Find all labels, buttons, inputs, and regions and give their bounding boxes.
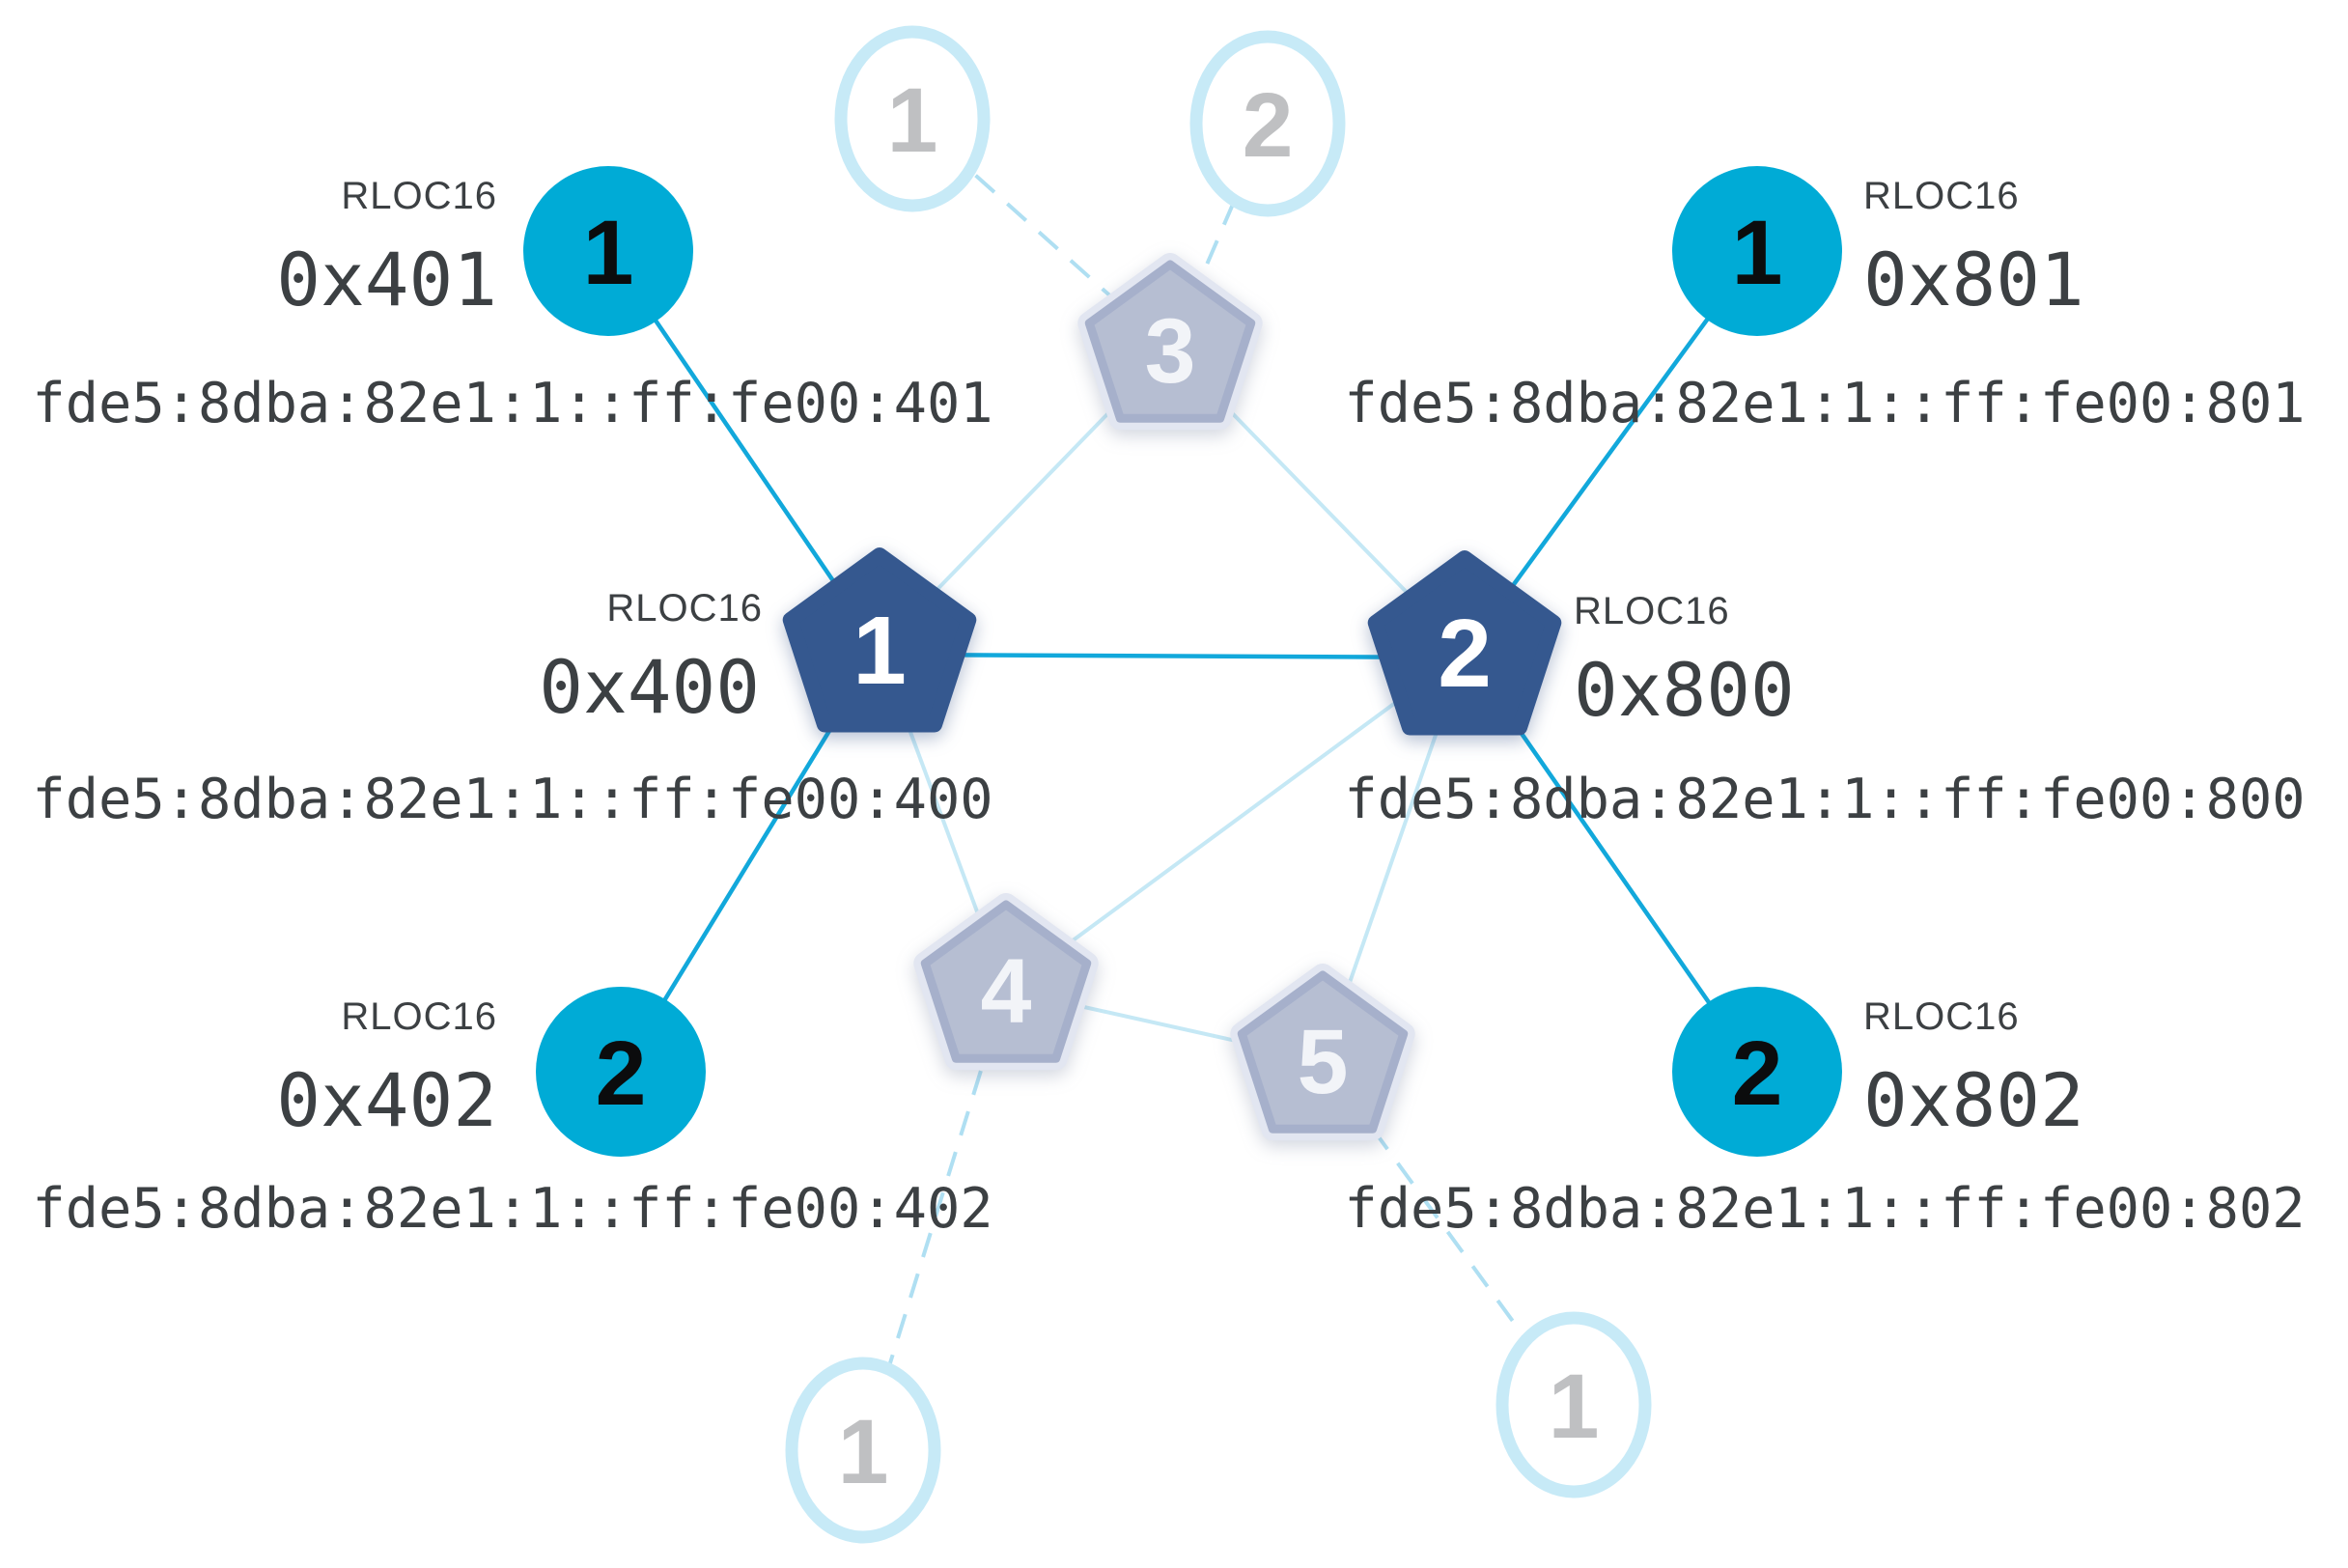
router-pentagon-icon xyxy=(782,547,977,733)
router-pentagon-icon xyxy=(1367,550,1562,736)
end-device-circle-icon xyxy=(1672,987,1842,1157)
child-402-ipv6: fde5:8dba:82e1:1::ff:fe00:402 xyxy=(32,1177,992,1241)
child-802-ipv6: fde5:8dba:82e1:1::ff:fe00:802 xyxy=(1344,1177,2305,1241)
router-1-number: 1 xyxy=(853,597,907,705)
child-402-rloc16-title: RLOC16 xyxy=(341,995,497,1038)
router-4-number: 4 xyxy=(981,940,1032,1043)
child-801-number: 1 xyxy=(1732,202,1783,304)
end-device-circle-icon xyxy=(523,166,693,336)
router-3-node: 3 xyxy=(1077,253,1263,431)
router-2-number: 2 xyxy=(1438,600,1492,708)
faded-child-top-2-node: 2 xyxy=(1189,30,1346,217)
child-802-rloc16-value: 0x802 xyxy=(1863,1057,2084,1143)
router-3-number: 3 xyxy=(1145,300,1196,403)
child-402-number: 2 xyxy=(596,1022,647,1125)
faded-child-top-1-node: 1 xyxy=(834,25,991,212)
router-1-node: 1 xyxy=(782,547,977,733)
end-device-circle-icon xyxy=(1495,1311,1652,1498)
router-2-rloc16-title: RLOC16 xyxy=(1574,590,1730,632)
child-401-rloc16-title: RLOC16 xyxy=(341,175,497,217)
router-5-node: 5 xyxy=(1230,964,1415,1141)
end-device-circle-icon xyxy=(1672,166,1842,336)
child-401-node: 1 xyxy=(523,166,693,336)
child-801-ipv6: fde5:8dba:82e1:1::ff:fe00:801 xyxy=(1344,372,2305,435)
faded-child-bottom-right-number: 1 xyxy=(1549,1356,1600,1458)
faded-child-bottom-right-node: 1 xyxy=(1495,1311,1652,1498)
labels: RLOC16 0x401 fde5:8dba:82e1:1::ff:fe00:4… xyxy=(32,175,2305,1241)
router-pentagon-icon xyxy=(920,900,1092,1063)
end-device-circle-icon xyxy=(785,1357,941,1544)
router-4-node: 4 xyxy=(913,893,1099,1071)
link-router2-router4 xyxy=(1004,650,1467,992)
faded-child-top-2-number: 2 xyxy=(1243,74,1294,177)
child-801-node: 1 xyxy=(1672,166,1842,336)
router-pentagon-icon xyxy=(1084,260,1256,423)
end-device-circle-icon xyxy=(834,25,991,212)
end-device-circle-icon xyxy=(1189,30,1346,217)
child-802-number: 2 xyxy=(1732,1022,1783,1125)
faded-child-bottom-left-number: 1 xyxy=(838,1401,889,1503)
faded-child-bottom-left-node: 1 xyxy=(785,1357,941,1544)
router-1-rloc16-value: 0x400 xyxy=(539,644,760,730)
router-2-ipv6: fde5:8dba:82e1:1::ff:fe00:800 xyxy=(1344,768,2305,831)
faded-child-top-1-number: 1 xyxy=(887,70,938,172)
link-router1-router2 xyxy=(879,652,1466,660)
router-1-rloc16-title: RLOC16 xyxy=(606,587,763,630)
child-801-rloc16-title: RLOC16 xyxy=(1863,175,2020,217)
child-401-rloc16-value: 0x401 xyxy=(276,237,497,322)
child-401-number: 1 xyxy=(583,202,634,304)
child-802-rloc16-title: RLOC16 xyxy=(1863,995,2020,1038)
router-2-rloc16-value: 0x800 xyxy=(1574,647,1795,733)
router-pentagon-icon xyxy=(1237,970,1409,1134)
child-802-node: 2 xyxy=(1672,987,1842,1157)
router-1-ipv6: fde5:8dba:82e1:1::ff:fe00:400 xyxy=(32,768,992,831)
router-5-number: 5 xyxy=(1298,1011,1349,1113)
child-402-rloc16-value: 0x402 xyxy=(276,1057,497,1143)
child-401-ipv6: fde5:8dba:82e1:1::ff:fe00:401 xyxy=(32,372,992,435)
router-2-node: 2 xyxy=(1367,550,1562,736)
child-402-node: 2 xyxy=(536,987,706,1157)
end-device-circle-icon xyxy=(536,987,706,1157)
child-801-rloc16-value: 0x801 xyxy=(1863,237,2084,322)
